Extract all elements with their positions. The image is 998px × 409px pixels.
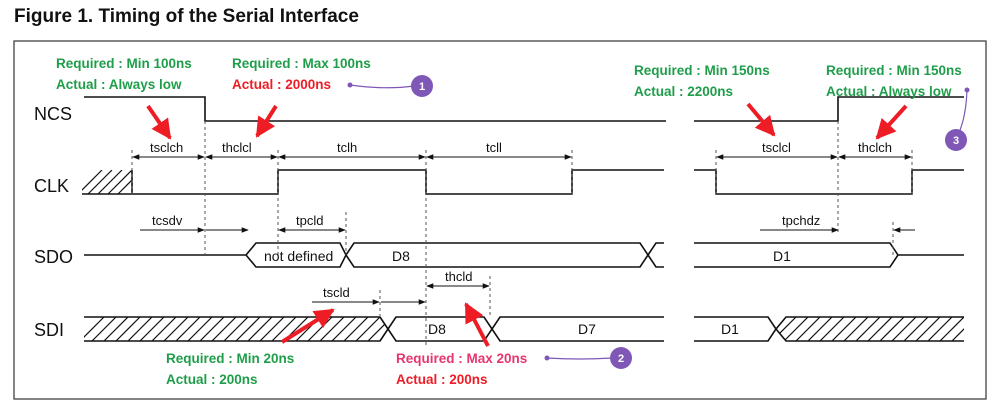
- clk-waveform-left: [82, 169, 664, 195]
- callout-2: 2: [544, 347, 632, 369]
- annotation-5-actual: Actual : 200ns: [166, 372, 258, 387]
- timing-label-tpchdz: tpchdz: [782, 213, 820, 228]
- annotation-2-required: Required : Max 100ns: [232, 56, 371, 71]
- signal-label-ncs: NCS: [34, 104, 72, 124]
- timing-label-thclch: thclch: [858, 140, 892, 155]
- sdo-not-defined-label: not defined: [264, 248, 333, 264]
- timing-label-tcll: tcll: [486, 140, 502, 155]
- signal-label-sdi: SDI: [34, 320, 64, 340]
- sdo-d8-cell: [345, 242, 664, 268]
- annotation-4-required: Required : Min 150ns: [826, 63, 962, 78]
- sdi-d1-label: D1: [721, 321, 739, 337]
- annotation-3-required: Required : Min 150ns: [634, 63, 770, 78]
- callout-3: 3: [945, 87, 970, 151]
- annotation-6-required: Required : Max 20ns: [396, 351, 527, 366]
- timing-label-tscld: tscld: [323, 285, 350, 300]
- sdo-d1-cell: [694, 242, 964, 268]
- red-arrow-2: [255, 104, 278, 138]
- annotation-1-actual: Actual : Always low: [56, 77, 182, 92]
- signal-label-sdo: SDO: [34, 247, 73, 267]
- sdo-d1-label: D1: [773, 248, 791, 264]
- annotation-3-actual: Actual : 2200ns: [634, 84, 733, 99]
- red-arrow-3: [746, 102, 776, 137]
- ncs-waveform-left: [84, 96, 666, 122]
- clk-waveform-right: [694, 169, 964, 195]
- badge-2: [610, 347, 632, 369]
- annotation-6-actual: Actual : 200ns: [396, 372, 488, 387]
- diagram-frame: [13, 40, 987, 400]
- badge-1: [411, 75, 433, 97]
- badge-3: [945, 129, 967, 151]
- timing-label-tpcld: tpcld: [296, 213, 323, 228]
- sdi-d7-cell: [491, 316, 664, 342]
- sdo-waveform-left: [84, 242, 347, 268]
- annotation-5-required: Required : Min 20ns: [166, 351, 294, 366]
- guide-lines: [131, 121, 913, 345]
- annotation-4-actual: Actual : Always low: [826, 84, 952, 99]
- sdi-d7-label: D7: [578, 321, 596, 337]
- annotation-1-required: Required : Min 100ns: [56, 56, 192, 71]
- annotation-2-actual: Actual : 2000ns: [232, 77, 331, 92]
- red-arrow-5: [280, 308, 335, 344]
- callout-1: 1: [347, 75, 433, 97]
- red-arrow-1: [146, 104, 172, 140]
- timing-dimensions: [132, 154, 915, 305]
- badge-2-label: 2: [618, 353, 624, 365]
- timing-label-thclcl: thclcl: [222, 140, 252, 155]
- timing-label-tsclch: tsclch: [150, 140, 183, 155]
- figure-title: Figure 1. Timing of the Serial Interface: [14, 6, 359, 27]
- timing-label-tsclcl: tsclcl: [762, 140, 791, 155]
- badge-1-label: 1: [419, 81, 425, 93]
- timing-label-tclh: tclh: [337, 140, 357, 155]
- sdi-hatch-right: [776, 317, 964, 341]
- sdi-d8-label: D8: [428, 321, 446, 337]
- timing-label-thcld: thcld: [445, 269, 472, 284]
- red-arrow-4: [875, 104, 908, 140]
- timing-label-tcsdv: tcsdv: [152, 213, 183, 228]
- red-arrows: [146, 102, 908, 347]
- sdo-d8-label: D8: [392, 248, 410, 264]
- ncs-waveform-right: [694, 96, 964, 122]
- red-arrow-6: [464, 302, 490, 347]
- clk-hatch: [82, 170, 132, 194]
- sdi-hatch-left: [84, 317, 388, 341]
- signal-label-clk: CLK: [34, 176, 69, 196]
- badge-3-label: 3: [953, 135, 959, 147]
